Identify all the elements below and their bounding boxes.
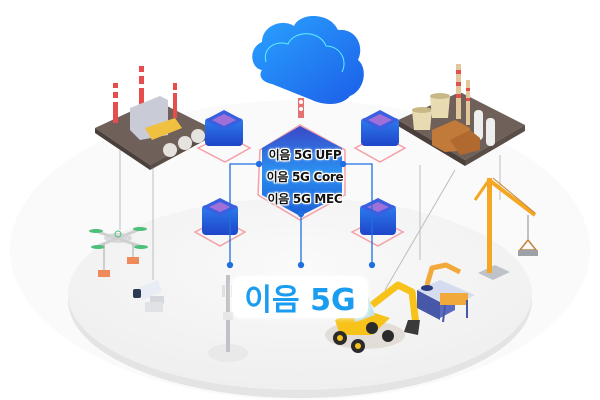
server-icon-bottom-left <box>193 198 247 247</box>
connector-lines-blue <box>226 160 376 269</box>
cloud-icon <box>252 15 364 118</box>
power-plant-icon <box>398 64 525 166</box>
server-icon-top-right <box>353 110 407 163</box>
server-icon-top-left <box>196 110 252 163</box>
cctv-camera-icon <box>133 280 164 312</box>
core-label-ufp: 이음 5G UFP <box>268 148 342 162</box>
core-hexagon <box>257 124 346 221</box>
core-label-mec: 이음 5G MEC <box>267 192 343 206</box>
factory-icon <box>95 66 215 170</box>
tower-crane-icon <box>473 177 538 280</box>
drone-icon <box>89 227 148 277</box>
robot-arm-icon <box>417 262 475 323</box>
brand-title: 이음 5G <box>232 276 368 318</box>
server-icon-bottom-right <box>350 198 405 247</box>
connector-lines-gray <box>119 150 501 291</box>
core-label-core: 이음 5G Core <box>266 170 344 184</box>
